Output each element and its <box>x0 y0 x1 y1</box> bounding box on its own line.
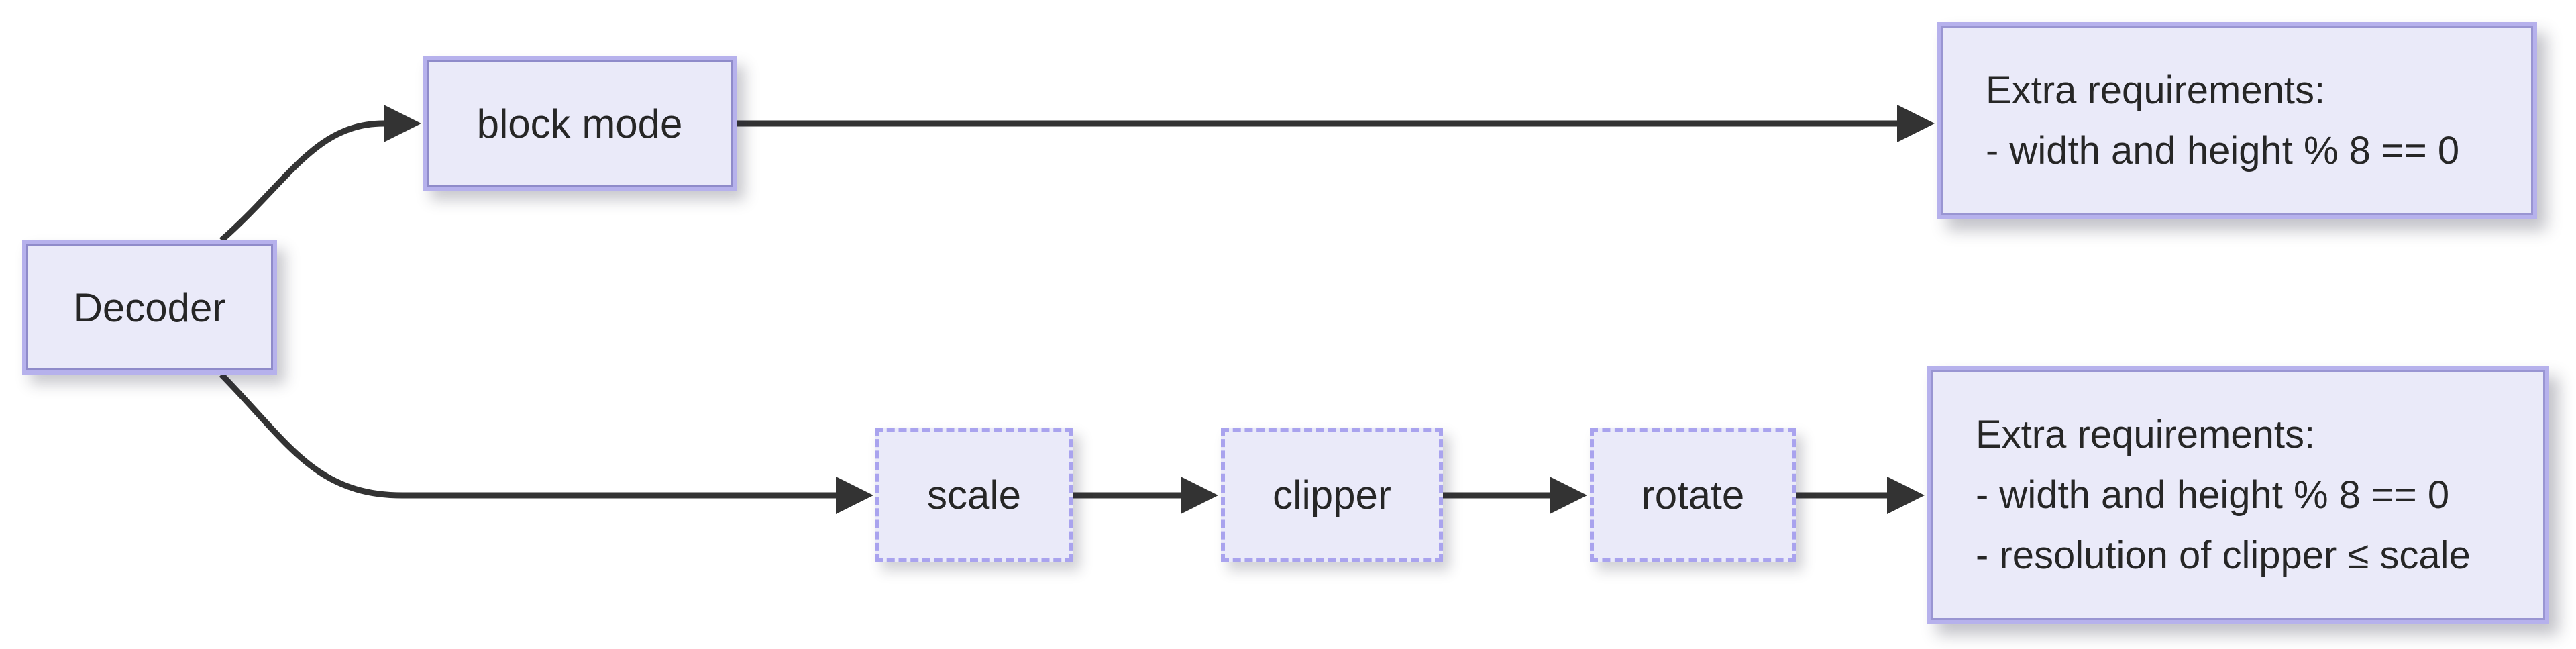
arrowhead-icon <box>1897 105 1935 142</box>
requirements-bottom-item: - resolution of clipper ≤ scale <box>1976 533 2471 577</box>
arrowhead-icon <box>1181 477 1218 514</box>
node-decoder: Decoder <box>22 240 277 375</box>
arrowhead-icon <box>384 105 421 142</box>
node-clipper: clipper <box>1221 428 1443 562</box>
requirements-box-bottom: Extra requirements: - width and height %… <box>1927 366 2549 624</box>
arrowhead-icon <box>1887 477 1925 514</box>
arrowhead-icon <box>1550 477 1587 514</box>
edge-decoder-to-block-mode <box>219 120 384 243</box>
requirements-box-top: Extra requirements: - width and height %… <box>1937 22 2537 219</box>
node-block-mode-label: block mode <box>476 101 683 146</box>
node-scale: scale <box>875 428 1073 562</box>
requirements-bottom-title: Extra requirements: <box>1976 412 2316 456</box>
node-scale-label: scale <box>926 472 1022 517</box>
arrowhead-icon <box>836 477 873 514</box>
node-rotate: rotate <box>1590 428 1796 562</box>
edge-decoder-to-scale <box>219 372 836 499</box>
node-clipper-label: clipper <box>1273 472 1391 517</box>
requirements-bottom-item: - width and height % 8 == 0 <box>1976 472 2450 517</box>
requirements-top-title: Extra requirements: <box>1986 68 2326 112</box>
node-rotate-label: rotate <box>1641 472 1745 517</box>
node-decoder-label: Decoder <box>73 285 226 330</box>
node-block-mode: block mode <box>423 56 737 191</box>
requirements-top-item: - width and height % 8 == 0 <box>1986 129 2460 172</box>
